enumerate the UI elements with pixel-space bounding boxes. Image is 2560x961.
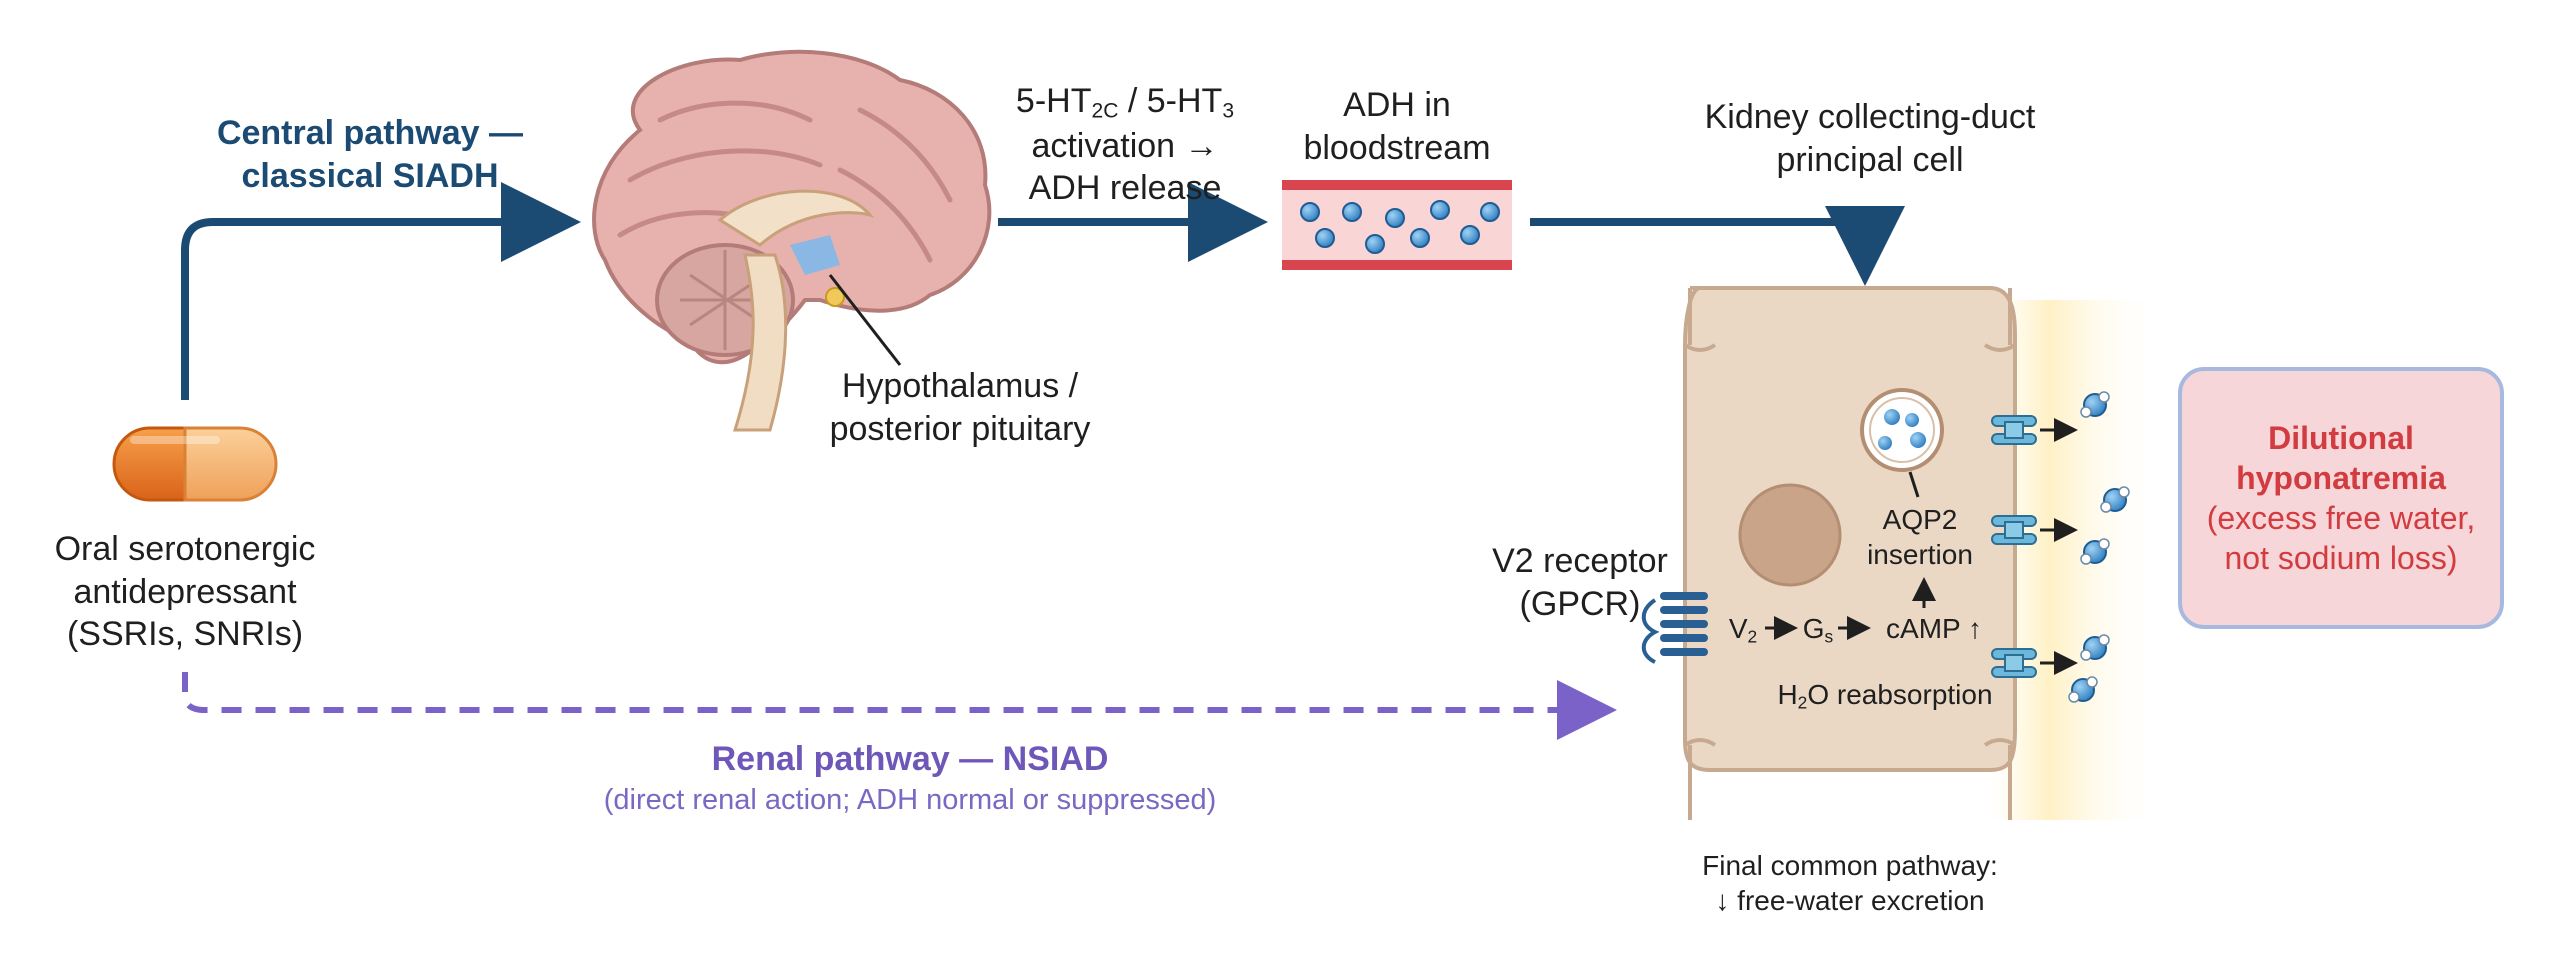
v2-receptor-icon <box>1641 592 1708 664</box>
hypothalamus-label: Hypothalamus / posterior pituitary <box>829 367 1091 448</box>
adh-molecules <box>1300 200 1500 254</box>
water-molecule-icon <box>2068 676 2098 703</box>
aqp2-label: AQP2 insertion <box>1867 504 1973 570</box>
aqp2-channel-icon <box>1991 515 2078 545</box>
brain-illustration <box>592 49 992 432</box>
nucleus <box>1738 483 1842 587</box>
water-molecule-icon <box>2080 634 2110 661</box>
adh-label: ADH in bloodstream <box>1303 86 1491 167</box>
adh-molecule <box>1410 228 1430 248</box>
central-pathway-arrow <box>181 182 581 400</box>
pill-icon <box>112 426 278 502</box>
water-reabsorption-label: H2O reabsorption <box>1777 679 1993 713</box>
signaling-v2: V2 <box>1728 613 1758 647</box>
aqp2-channel-icon <box>1991 648 2078 678</box>
water-molecule-icon <box>2080 391 2110 418</box>
adh-molecule <box>1385 208 1405 228</box>
interstitium-glow <box>1990 300 2160 820</box>
adh-molecule <box>1315 228 1335 248</box>
hypothalamus-pointer <box>828 274 902 366</box>
central-pathway-label: Central pathway — classical SIADH <box>216 114 524 195</box>
adh-molecule <box>1300 202 1320 222</box>
water-molecule-icon <box>2080 538 2110 565</box>
signaling-gs: Gs <box>1802 613 1834 647</box>
renal-pathway-subtitle: (direct renal action; ADH normal or supp… <box>603 784 1217 816</box>
water-molecule-icon <box>2100 486 2130 513</box>
v2-receptor-label: V2 receptor (GPCR) <box>1492 542 1668 623</box>
dilutional-hyponatremia-box: Dilutional hyponatremia (excess free wat… <box>2178 367 2504 629</box>
aqp2-channel-icon <box>1991 415 2078 445</box>
aqp2-channels <box>1991 415 2078 678</box>
adh-molecule <box>1480 202 1500 222</box>
aqp2-vesicle <box>1860 388 1944 472</box>
water-molecules <box>2068 391 2130 703</box>
aqp2-pointer <box>1908 471 1920 498</box>
adh-molecule <box>1342 202 1362 222</box>
renal-pathway-arrow <box>182 672 1617 740</box>
adh-molecule <box>1430 200 1450 220</box>
adh-molecule <box>1365 234 1385 254</box>
drug-label: Oral serotonergic antidepressant (SSRIs,… <box>54 530 316 653</box>
blood-vessel <box>1282 180 1512 270</box>
adh-molecule <box>1460 225 1480 245</box>
final-common-pathway-label: Final common pathway: ↓ free-water excre… <box>1702 850 1998 916</box>
signaling-camp: cAMP ↑ <box>1886 613 1982 644</box>
to-kidney-arrow <box>1530 206 1905 286</box>
kidney-label: Kidney collecting-duct principal cell <box>1704 98 2036 179</box>
renal-pathway-title: Renal pathway — NSIAD <box>711 740 1109 778</box>
serotonin-activation-label: 5-HT2C / 5-HT3 activation → ADH release <box>1015 82 1235 208</box>
